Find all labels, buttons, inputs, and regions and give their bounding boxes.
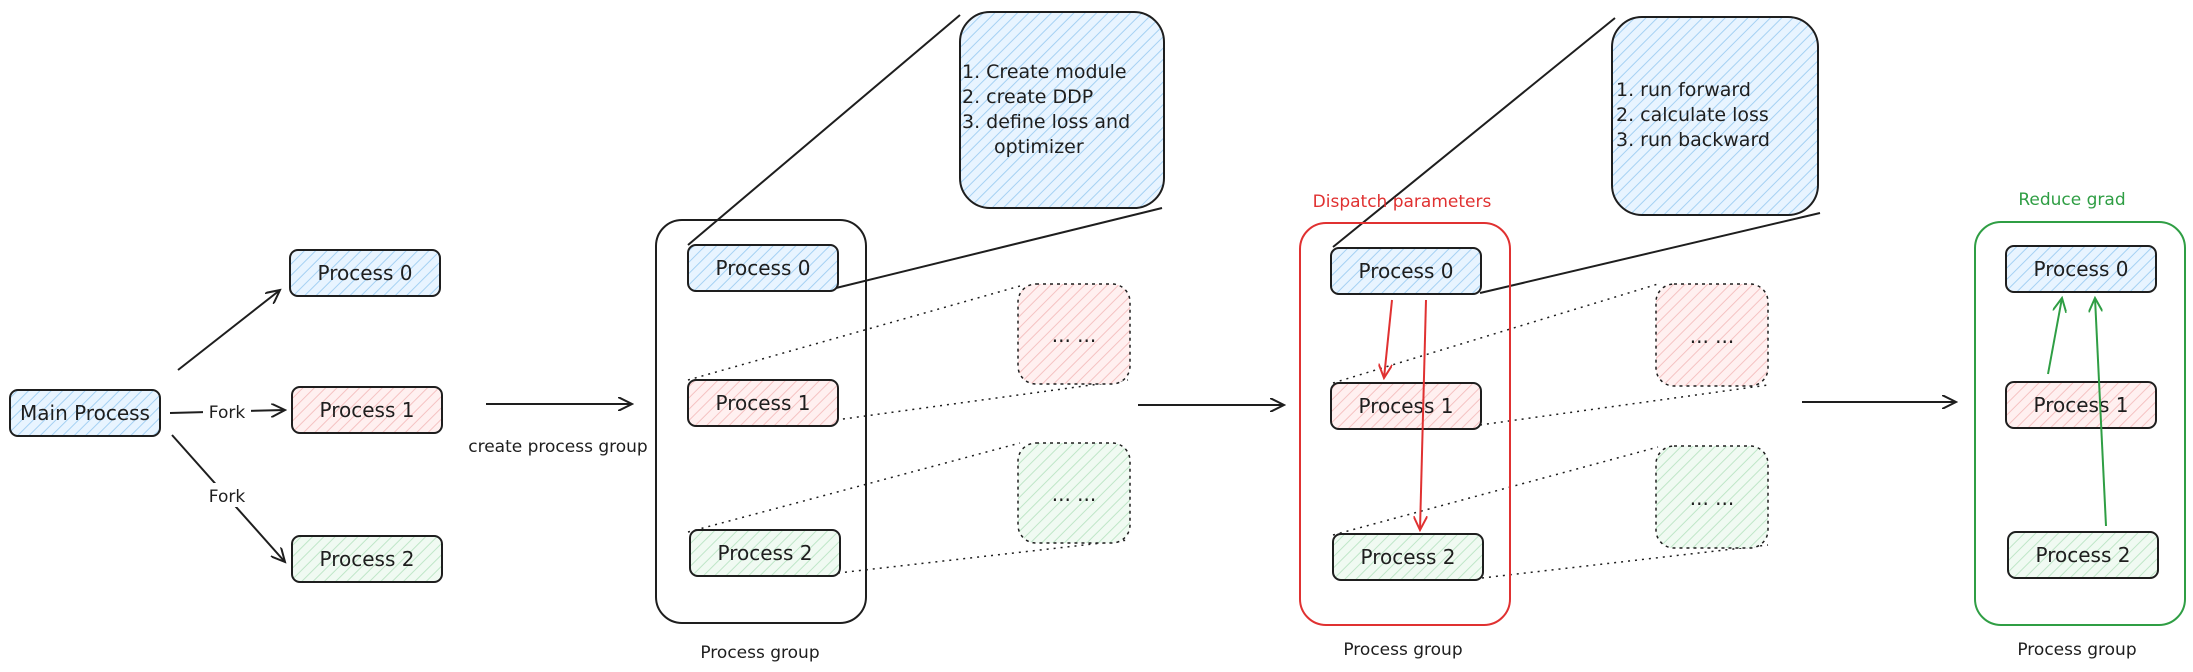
train-note-box bbox=[1611, 16, 1819, 216]
main-process-box bbox=[9, 389, 161, 437]
stage-reduce: Reduce grad Process 0 Process 1 Process … bbox=[1974, 190, 2186, 660]
fork-process-1-label: Process 1 bbox=[320, 398, 415, 422]
stage-process-group: Process 0 Process 1 Process 2 Process gr… bbox=[655, 11, 1284, 663]
reduce-group-label: Process group bbox=[2017, 640, 2136, 660]
ellipsis-green-label: ... ... bbox=[1052, 482, 1097, 506]
group-process-0-label: Process 0 bbox=[716, 256, 811, 280]
create-group-label: create process group bbox=[468, 437, 647, 457]
fork-arrow-0 bbox=[177, 290, 280, 371]
reduce-arrow-from-2 bbox=[2095, 298, 2107, 527]
process-group-label: Process group bbox=[700, 643, 819, 663]
dispatch-ellipsis-green-label: ... ... bbox=[1690, 486, 1735, 510]
ellipsis-red-label: ... ... bbox=[1052, 323, 1097, 347]
reduce-group-container bbox=[1974, 221, 2186, 626]
dispatch-ellipsis-box-green bbox=[1655, 445, 1769, 549]
group-process-1-box bbox=[687, 379, 839, 427]
process-group-container bbox=[655, 219, 867, 624]
stage-fork: Main Process Process 0 Process 1 Process… bbox=[9, 249, 648, 583]
dispatch-group-label: Process group bbox=[1343, 640, 1462, 660]
dispatch-process-0-label: Process 0 bbox=[1359, 259, 1454, 283]
setup-note-line-1: 1. Create module bbox=[962, 61, 1127, 83]
dispatch-process-0-box bbox=[1330, 247, 1482, 295]
train-note-line-1: 1. run forward bbox=[1616, 79, 1751, 101]
dispatch-arrow-to-2 bbox=[1420, 299, 1426, 530]
fork-process-2-label: Process 2 bbox=[320, 547, 415, 571]
ellipsis-box-green bbox=[1017, 442, 1131, 544]
fork-process-0-label: Process 0 bbox=[318, 261, 413, 285]
reduce-process-2-box bbox=[2007, 531, 2159, 579]
fork-label-1: Fork bbox=[209, 403, 246, 423]
group-process-0-box bbox=[687, 244, 839, 292]
main-process-label: Main Process bbox=[20, 401, 150, 425]
fork-process-0-box bbox=[289, 249, 441, 297]
group-process-2-box bbox=[689, 529, 841, 577]
dispatch-ellipsis-red-label: ... ... bbox=[1690, 324, 1735, 348]
reduce-process-1-box bbox=[2005, 381, 2157, 429]
reduce-process-0-label: Process 0 bbox=[2034, 257, 2129, 281]
train-note-line-2: 2. calculate loss bbox=[1616, 104, 1769, 126]
fork-label-2: Fork bbox=[209, 487, 246, 507]
setup-note-line-4: optimizer bbox=[994, 136, 1084, 158]
setup-note-line-2: 2. create DDP bbox=[962, 86, 1093, 108]
reduce-process-2-label: Process 2 bbox=[2036, 543, 2131, 567]
reduce-title: Reduce grad bbox=[2018, 190, 2125, 210]
group-process-1-label: Process 1 bbox=[716, 391, 811, 415]
dispatch-process-1-label: Process 1 bbox=[1359, 394, 1454, 418]
group-process-2-label: Process 2 bbox=[718, 541, 813, 565]
setup-note-box bbox=[959, 11, 1165, 209]
dispatch-process-1-box bbox=[1330, 382, 1482, 430]
dispatch-arrow-to-1 bbox=[1384, 299, 1393, 378]
ellipsis-box-red bbox=[1017, 283, 1131, 385]
reduce-process-0-box bbox=[2005, 245, 2157, 293]
dispatch-process-2-label: Process 2 bbox=[1361, 545, 1456, 569]
train-note-line-3: 3. run backward bbox=[1616, 129, 1770, 151]
reduce-arrow-from-1 bbox=[2047, 298, 2062, 375]
setup-note-line-3: 3. define loss and bbox=[962, 111, 1130, 133]
dispatch-title: Dispatch parameters bbox=[1313, 192, 1492, 212]
reduce-process-1-label: Process 1 bbox=[2034, 393, 2129, 417]
fork-process-1-box bbox=[291, 386, 443, 434]
fork-process-2-box bbox=[291, 535, 443, 583]
stage-dispatch: Dispatch parameters Process 0 Process 1 … bbox=[1299, 16, 1956, 660]
dispatch-ellipsis-box-red bbox=[1655, 283, 1769, 387]
dispatch-process-2-box bbox=[1332, 533, 1484, 581]
dispatch-group-container bbox=[1299, 222, 1511, 626]
